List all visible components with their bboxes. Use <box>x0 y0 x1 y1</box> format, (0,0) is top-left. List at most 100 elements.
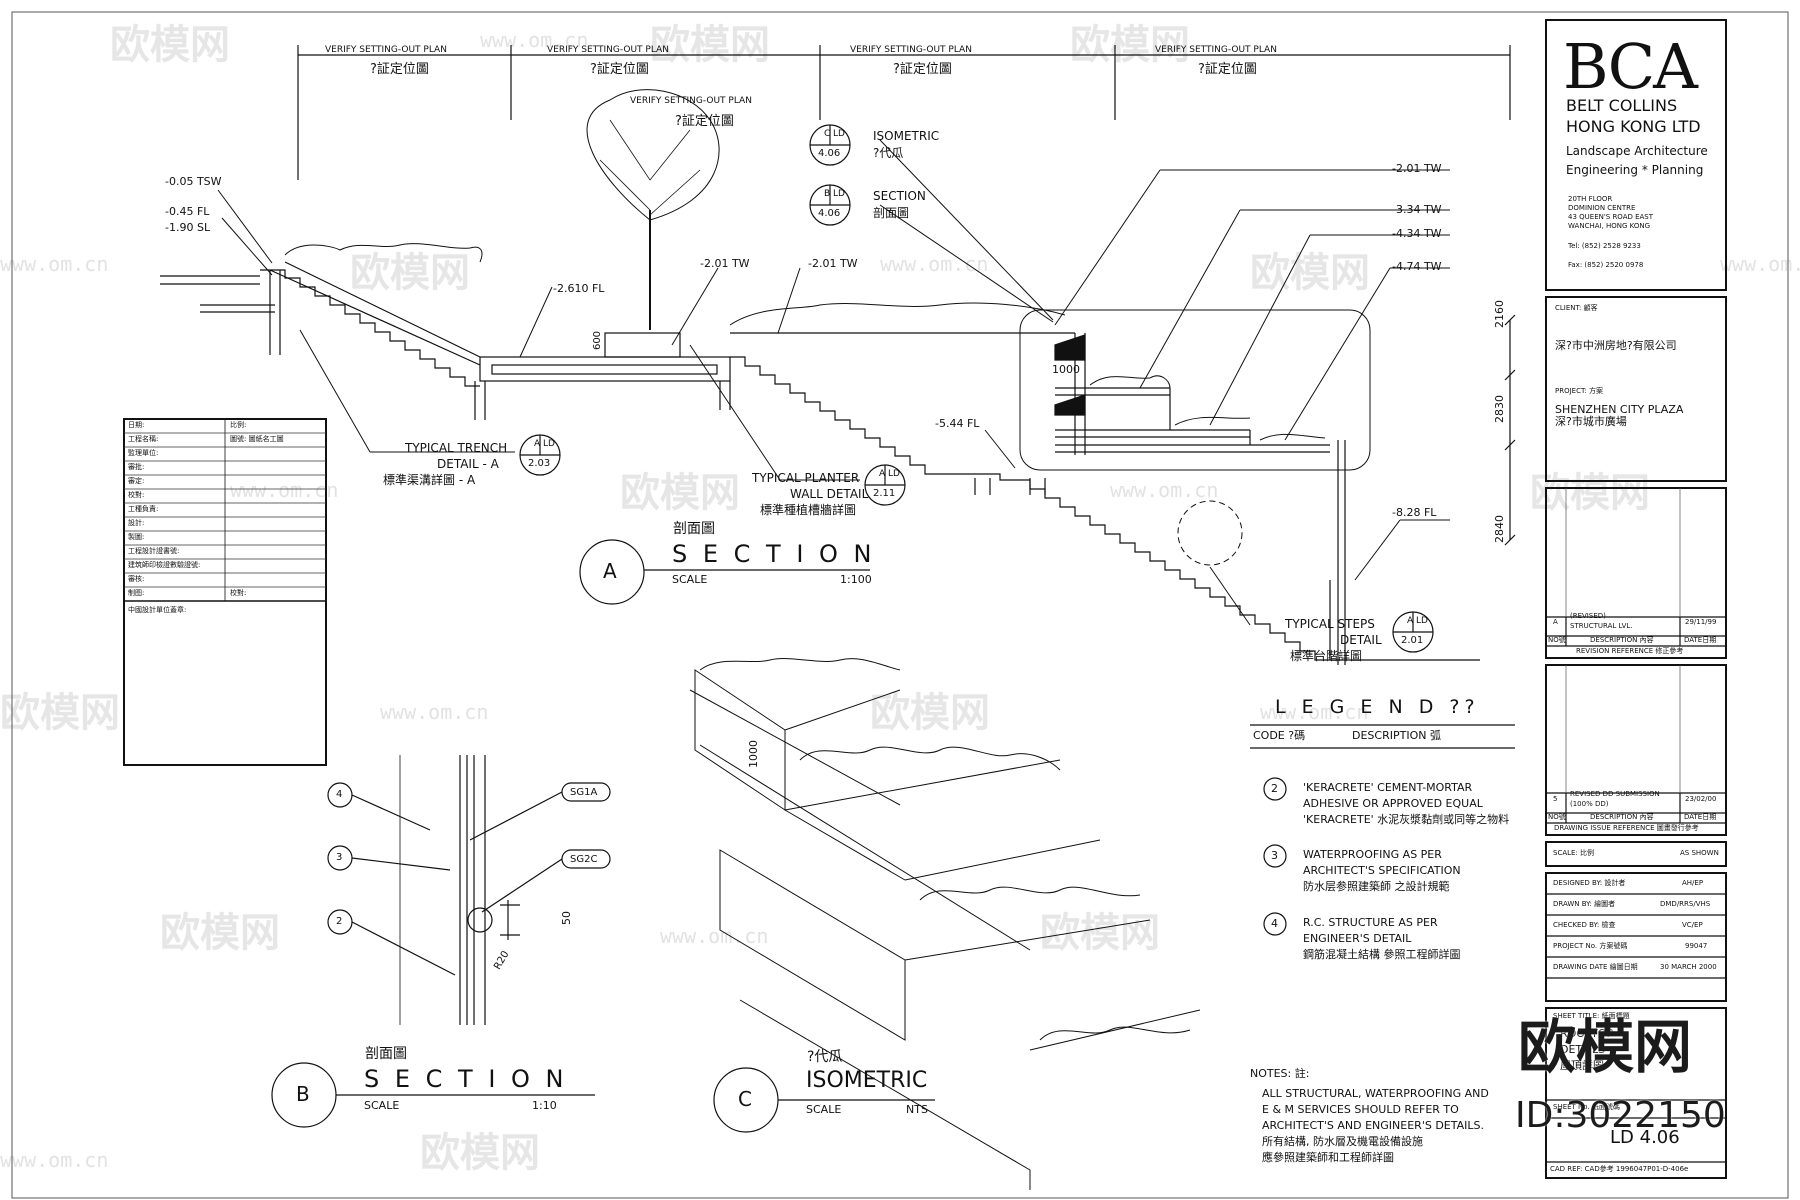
watermark-url: www.om.cn <box>660 924 769 948</box>
callout-title: DETAIL - A <box>437 457 499 471</box>
stamp-label: 工程設計證書號: <box>128 547 180 555</box>
legend-line: WATERPROOFING AS PER <box>1303 848 1442 861</box>
verify-cn-label: ?証定位圖 <box>675 114 734 129</box>
legend-code-header: CODE ?碼 <box>1253 729 1306 742</box>
notes-line: ALL STRUCTURAL, WATERPROOFING AND <box>1262 1087 1489 1100</box>
callout-num: 2.01 <box>1401 635 1424 646</box>
watermark-url: www.om.cn <box>0 252 109 276</box>
section-title-cn: 剖面圖 <box>673 521 715 537</box>
legend-desc-header: DESCRIPTION 弧 <box>1352 729 1441 742</box>
material-code: SG2C <box>570 854 598 865</box>
cad-reference: CAD REF: CAD參考 1996047P01-D-406e <box>1550 1165 1689 1173</box>
client-label: CLIENT: 顧客 <box>1555 304 1598 312</box>
project-label: PROJECT: 方案 <box>1555 387 1604 395</box>
level-tag: -8.28 FL <box>1392 506 1437 519</box>
level-tag: -0.05 TSW <box>165 175 222 188</box>
callout-title: TYPICAL PLANTER <box>752 471 860 485</box>
section-letter: A <box>603 559 617 583</box>
scale-value: 1:100 <box>840 573 872 586</box>
company-fax: Fax: (852) 2520 0978 <box>1568 261 1644 269</box>
section-title: ISOMETRIC <box>806 1068 928 1093</box>
scale-label: SCALE <box>364 1099 400 1112</box>
stamp-label: 監理單位: <box>128 449 159 457</box>
stamp-value: 比例: <box>230 421 247 429</box>
field-value: 30 MARCH 2000 <box>1660 963 1717 971</box>
sheet-title: ROOFTOP <box>1560 1027 1614 1040</box>
field-label: CHECKED BY: 檢查 <box>1553 921 1616 929</box>
tag-number: 2 <box>336 916 343 927</box>
stamp-value: 圖號: 圖紙名工圖 <box>230 435 284 443</box>
callout-title-cn: ?代瓜 <box>873 146 904 160</box>
callout-title: ISOMETRIC <box>873 129 940 143</box>
stamp-footer: 中國設計單位蓋章: <box>128 606 187 614</box>
stamp-value: 校對: <box>230 589 247 597</box>
legend-line: ARCHITECT'S SPECIFICATION <box>1303 864 1461 877</box>
material-code: SG1A <box>570 787 598 798</box>
verify-cn-label: ?証定位圖 <box>590 62 649 77</box>
stamp-label: 建筑師印檢證數驗證號: <box>128 561 201 569</box>
watermark-brand: 欧模网 <box>870 690 990 736</box>
company-discipline: Landscape Architecture <box>1566 144 1708 158</box>
watermark-url: www.om.cn <box>1260 700 1369 724</box>
sheet-no-label: SHEET No. 紙面號碼 <box>1553 1103 1620 1111</box>
company-address: 20TH FLOOR <box>1568 195 1613 203</box>
level-tag: -5.44 FL <box>935 417 980 430</box>
level-tag: -4.34 TW <box>1392 227 1442 240</box>
callout-title: DETAIL <box>1340 633 1382 647</box>
watermark-url: www.om.cn <box>1720 252 1800 276</box>
company-address: DOMINION CENTRE <box>1568 204 1636 212</box>
callout-title: TYPICAL STEPS <box>1285 617 1375 631</box>
callout-sheet: LD <box>1416 616 1428 626</box>
watermark-url: www.om.cn <box>880 252 989 276</box>
revision-col-desc: DESCRIPTION 內容 <box>1590 636 1654 644</box>
section-letter: C <box>738 1087 752 1111</box>
callout-title-cn: 標準渠溝詳圖 - A <box>383 473 476 487</box>
company-address: WANCHAI, HONG KONG <box>1568 222 1651 230</box>
callout-sheet: LD <box>888 469 900 479</box>
tag-number: 3 <box>336 852 343 863</box>
project-name-cn: 深?市城市廣場 <box>1555 415 1627 428</box>
company-name: HONG KONG LTD <box>1566 117 1701 136</box>
verify-cn-label: ?証定位圖 <box>1198 62 1257 77</box>
field-value: VC/EP <box>1682 921 1703 929</box>
notes-line: 應參照建築師和工程師詳圖 <box>1262 1151 1394 1164</box>
company-address: 43 QUEEN'S ROAD EAST <box>1568 213 1654 221</box>
notes-line: E & M SERVICES SHOULD REFER TO <box>1262 1103 1459 1116</box>
callout-sheet: LD <box>833 129 845 139</box>
issue-col-no: NO號 <box>1548 813 1566 821</box>
stamp-label: 校對: <box>128 491 145 499</box>
level-tag: -2.01 TW <box>808 257 858 270</box>
watermark-url: www.om.cn <box>1110 478 1219 502</box>
verify-label: VERIFY SETTING-OUT PLAN <box>1155 45 1277 55</box>
field-label: DESIGNED BY: 設計者 <box>1553 879 1626 887</box>
legend-line: 鋼筋混凝土結構 參照工程師詳圖 <box>1303 948 1461 961</box>
callout-title: TYPICAL TRENCH <box>405 441 508 455</box>
field-value: DMD/RRS/VHS <box>1660 900 1711 908</box>
issue-col-date: DATE日期 <box>1684 813 1717 821</box>
field-label: PROJECT No. 方案號碼 <box>1553 942 1628 950</box>
callout-title-cn: 標準台階詳圖 <box>1290 649 1363 663</box>
callout-ref: C <box>824 129 831 139</box>
issue-desc: REVISED DD SUBMISSION <box>1570 790 1660 798</box>
company-tel: Tel: (852) 2528 9233 <box>1568 242 1641 250</box>
watermark-id: ID:3022150 <box>1515 1095 1726 1136</box>
field-value: AH/EP <box>1682 879 1704 887</box>
legend-line: R.C. STRUCTURE AS PER <box>1303 916 1438 929</box>
callout-title-cn: 標準種植槽牆詳圖 <box>760 503 857 517</box>
project-name: SHENZHEN CITY PLAZA <box>1555 403 1684 416</box>
dimension-label: 50 <box>559 911 573 926</box>
callout-ref: A <box>879 469 886 479</box>
sheet-title-label: SHEET TITLE: 紙面標題 <box>1553 1012 1630 1020</box>
verify-label: VERIFY SETTING-OUT PLAN <box>850 45 972 55</box>
legend-line: ADHESIVE OR APPROVED EQUAL <box>1303 797 1483 810</box>
dimension-label: 2830 <box>1492 395 1506 424</box>
scale-label: SCALE <box>806 1103 842 1116</box>
callout-sheet: LD <box>543 439 555 449</box>
issue-date: 23/02/00 <box>1685 795 1717 803</box>
dimension-label: 600 <box>592 330 604 351</box>
level-tag: -1.90 SL <box>165 221 211 234</box>
callout-ref: B <box>824 189 831 199</box>
revision-no: A <box>1553 618 1558 626</box>
stamp-label: 製圖: <box>128 533 145 541</box>
